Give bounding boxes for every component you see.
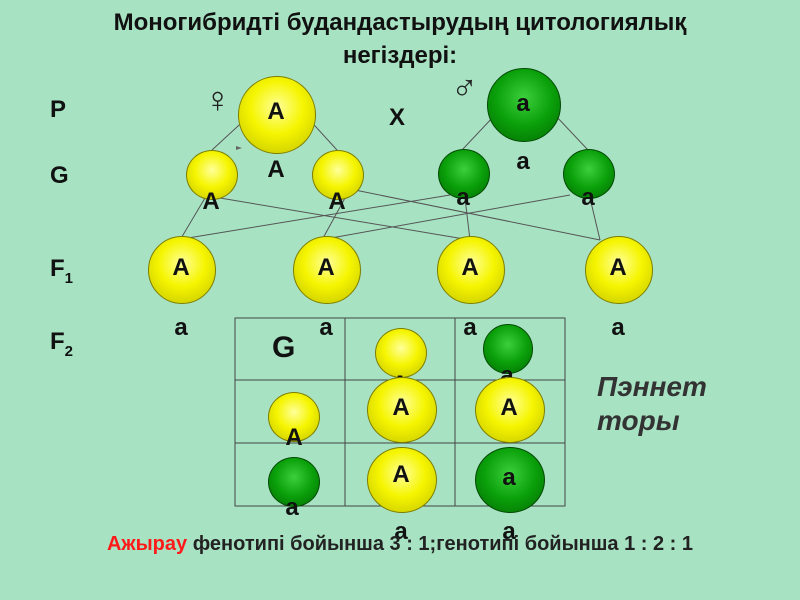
line-p-male-right bbox=[554, 114, 589, 151]
f1-offspring-3-allele-1: A bbox=[461, 254, 479, 281]
male-symbol-icon: ♂ bbox=[451, 67, 478, 108]
punnett-header-g: G bbox=[272, 331, 296, 364]
f1-offspring-1-allele-2: a bbox=[174, 314, 188, 341]
line-g4-f1d bbox=[589, 197, 601, 241]
f1-offspring-3 bbox=[437, 236, 505, 304]
f1-offspring-2-allele-2: a bbox=[319, 314, 333, 341]
female-symbol-icon: ♀ bbox=[204, 79, 231, 120]
line-g2-f1b bbox=[321, 197, 346, 241]
f1-offspring-1 bbox=[148, 236, 216, 304]
f1-offspring-4-allele-1: A bbox=[609, 254, 627, 281]
f1-offspring-2-allele-1: A bbox=[317, 254, 335, 281]
cross-symbol: X bbox=[389, 104, 406, 131]
parent-female-allele-2: A bbox=[267, 156, 285, 183]
line-g2-f1d bbox=[354, 189, 601, 241]
line-g3-f1c bbox=[464, 197, 471, 241]
punnett-cell-Aa-bottom bbox=[367, 447, 437, 513]
f1-offspring-2 bbox=[293, 236, 361, 304]
punnett-row-gamete-recessive-allele: a bbox=[285, 494, 299, 521]
f2-main: F bbox=[50, 328, 65, 355]
punnett-row-gamete-recessive bbox=[268, 457, 320, 507]
diagram-title: Моногибридті будандастырудың цитологиялы… bbox=[0, 6, 800, 72]
punnett-cell-AA bbox=[367, 377, 437, 443]
punnett-cell-Aa-bottom-allele-2: a bbox=[394, 518, 408, 545]
line-g1-f1c bbox=[219, 197, 471, 241]
gamete-male-2-allele: a bbox=[581, 184, 595, 211]
gamete-female-2 bbox=[312, 150, 364, 200]
arrow-mark bbox=[236, 146, 242, 150]
punnett-col-gamete-dominant bbox=[375, 328, 427, 378]
parent-male-allele-1: a bbox=[516, 90, 530, 117]
punnett-label: Пэннет торы bbox=[597, 370, 707, 438]
punnett-cell-aa-allele-2: a bbox=[502, 518, 516, 545]
gamete-male-1 bbox=[438, 149, 490, 199]
f1-main: F bbox=[50, 255, 65, 282]
line-g3-f1a bbox=[187, 194, 451, 239]
gamete-female-1 bbox=[186, 150, 238, 200]
f1-offspring-4-allele-2: a bbox=[611, 314, 625, 341]
conclusion-highlight: Ажырау bbox=[106, 533, 188, 555]
f1-offspring-1-allele-1: A bbox=[172, 254, 190, 281]
punnett-cell-Aa-top bbox=[475, 377, 545, 443]
line-g4-f1b bbox=[319, 194, 571, 241]
punnett-cell-Aa-bottom-allele-1: A bbox=[392, 461, 410, 488]
row-label-p: P bbox=[50, 96, 67, 123]
gamete-female-1-allele: A bbox=[202, 188, 220, 215]
title-line-1: Моногибридті будандастырудың цитологиялы… bbox=[113, 9, 687, 36]
line-g1-f1a bbox=[179, 197, 206, 241]
line-p-male-left bbox=[461, 114, 496, 151]
f1-offspring-4 bbox=[585, 236, 653, 304]
parent-female-ball bbox=[238, 76, 316, 154]
conclusion-rest: фенотипі бойынша 3 : 1;генотипі бойынша … bbox=[187, 533, 694, 555]
gamete-female-2-allele: A bbox=[328, 188, 346, 215]
parent-male-ball bbox=[487, 68, 561, 142]
punnett-row-gamete-dominant bbox=[268, 392, 320, 442]
punnett-cell-Aa-top-allele-1: A bbox=[500, 394, 518, 421]
parent-female-allele-1: A bbox=[267, 98, 285, 125]
gamete-male-1-allele: a bbox=[456, 184, 470, 211]
row-label-f2: F2 bbox=[50, 328, 73, 360]
gamete-male-2 bbox=[563, 149, 615, 199]
parent-male-allele-2: a bbox=[516, 148, 530, 175]
punnett-cell-aa-allele-1: a bbox=[502, 464, 516, 491]
f1-sub: 1 bbox=[64, 270, 74, 287]
punnett-cell-AA-allele-1: A bbox=[392, 394, 410, 421]
punnett-col-gamete-recessive bbox=[483, 324, 533, 374]
punnett-label-line-2: торы bbox=[597, 405, 680, 436]
punnett-label-line-1: Пэннет bbox=[597, 371, 707, 402]
row-label-f1: F1 bbox=[50, 255, 73, 287]
conclusion-text: Ажырау фенотипі бойынша 3 : 1;генотипі б… bbox=[0, 533, 800, 556]
punnett-row-gamete-dominant-allele: A bbox=[285, 424, 303, 451]
f2-sub: 2 bbox=[64, 343, 74, 360]
punnett-cell-aa bbox=[475, 447, 545, 513]
title-line-2: негіздері: bbox=[342, 42, 458, 69]
row-label-g: G bbox=[50, 162, 69, 189]
f1-offspring-3-allele-2: a bbox=[463, 314, 477, 341]
